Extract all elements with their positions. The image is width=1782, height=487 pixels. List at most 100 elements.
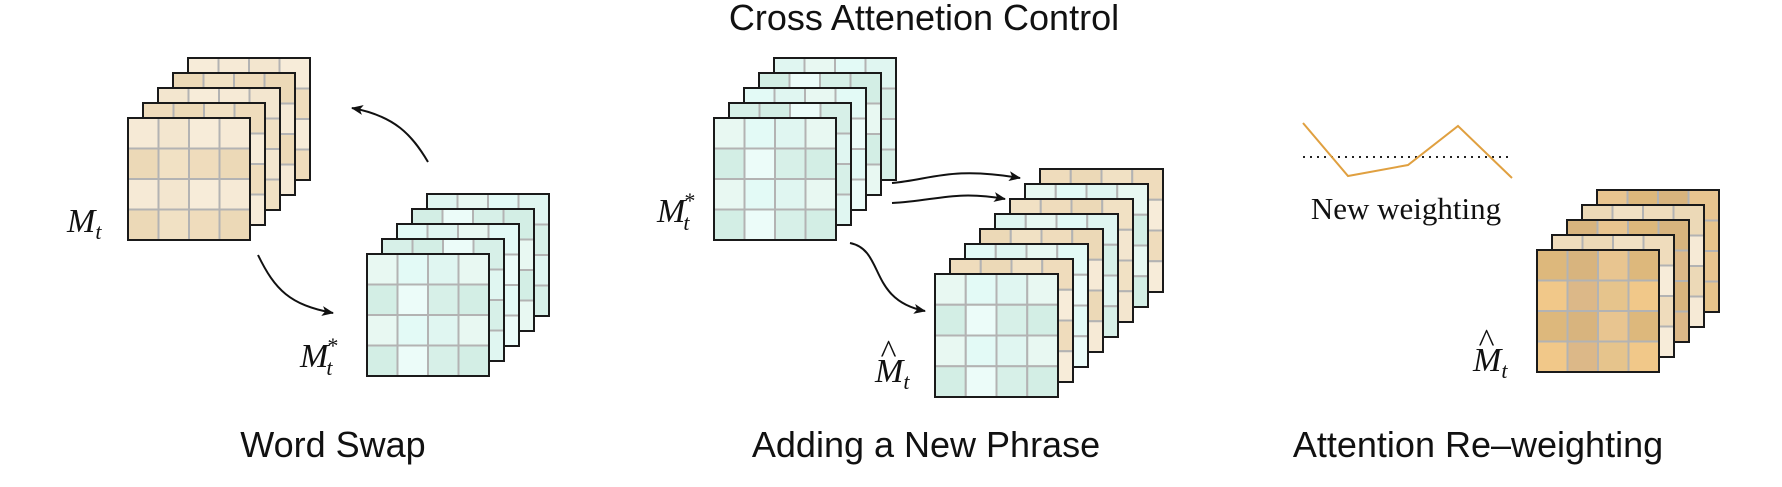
map-cell [1026, 273, 1059, 306]
map-cell [1026, 303, 1059, 337]
map-cell [427, 314, 460, 347]
mint-attention-map-stack [713, 57, 897, 241]
mixed-attention-map-stack [934, 168, 1164, 398]
map-cell [396, 253, 429, 286]
map-cell [743, 178, 776, 211]
attention-map [934, 273, 1059, 398]
map-cell [964, 303, 998, 337]
map-cell [964, 334, 998, 368]
map-cell [127, 147, 160, 180]
map-cell [934, 273, 967, 306]
map-cell [396, 344, 429, 377]
tan-attention-map-stack [127, 57, 311, 241]
map-cell [457, 253, 490, 286]
map-border [713, 117, 837, 241]
caption-attention-reweighting: Attention Re–weighting [1293, 424, 1663, 465]
map-cell [218, 147, 251, 180]
map-border [366, 253, 490, 377]
map-cell [934, 334, 967, 368]
map-cell [127, 117, 160, 150]
map-cell [1597, 279, 1630, 312]
map-cell [127, 178, 160, 211]
map-cell [713, 208, 746, 241]
map-cell [1536, 279, 1569, 312]
attention-map [713, 117, 837, 241]
map-cell [427, 283, 460, 316]
attention-map [1536, 249, 1660, 373]
map-cell [995, 303, 1029, 337]
map-cell [157, 117, 190, 150]
map-cell [366, 344, 399, 377]
map-cell [1536, 310, 1569, 343]
map-cell [157, 178, 190, 211]
map-cell [1597, 249, 1630, 282]
map-cell [427, 344, 460, 377]
panel-adding-new-phrase: M*t Mt ^ Adding a New Phrase [656, 57, 1164, 465]
map-cell [457, 314, 490, 347]
map-cell [1566, 340, 1599, 373]
diagram-title: Cross Attenetion Control [729, 0, 1119, 38]
mint-attention-map-stack [366, 193, 550, 377]
map-cell [774, 147, 807, 180]
map-cell [366, 314, 399, 347]
map-cell [1597, 310, 1630, 343]
map-cell [1627, 340, 1660, 373]
map-cell [1566, 279, 1599, 312]
target-map-label: Mt [874, 353, 910, 394]
map-cell [995, 365, 1029, 398]
map-cell [713, 147, 746, 180]
map-cell [157, 208, 190, 241]
phrase-arrow-middle [891, 192, 1006, 204]
map-cell [804, 117, 837, 150]
map-cell [1026, 365, 1059, 398]
source-map-label: Mt [66, 203, 102, 244]
swap-arrow-up [351, 105, 429, 163]
map-border [934, 273, 1059, 398]
phrase-arrow-lower [849, 242, 926, 314]
attention-map [127, 117, 251, 241]
map-cell [188, 147, 221, 180]
map-cell [804, 178, 837, 211]
map-cell [774, 117, 807, 150]
map-cell [1026, 334, 1059, 368]
map-cell [1627, 310, 1660, 343]
map-cell [457, 283, 490, 316]
map-cell [218, 117, 251, 150]
map-cell [1566, 310, 1599, 343]
target-map-label: Mt [1472, 342, 1508, 383]
map-cell [396, 283, 429, 316]
map-cell [713, 117, 746, 150]
map-cell [1536, 340, 1569, 373]
map-border [1536, 249, 1660, 373]
map-cell [934, 365, 967, 398]
panel-attention-reweighting: New weighting Mt ^ Attention Re–weightin… [1293, 122, 1720, 465]
map-cell [774, 178, 807, 211]
weighting-curve [1302, 122, 1513, 179]
map-cell [218, 178, 251, 211]
map-cell [366, 253, 399, 286]
map-cell [188, 208, 221, 241]
swap-arrow-down [257, 254, 334, 316]
map-cell [743, 117, 776, 150]
source-map-label: M*t [656, 188, 694, 235]
map-border [127, 117, 251, 241]
map-cell [127, 208, 160, 241]
map-cell [218, 208, 251, 241]
reweighted-attention-map-stack [1536, 189, 1720, 373]
map-cell [1627, 249, 1660, 282]
attention-map [366, 253, 490, 377]
map-cell [427, 253, 460, 286]
map-cell [964, 365, 998, 398]
map-cell [743, 147, 776, 180]
map-cell [934, 303, 967, 337]
map-cell [743, 208, 776, 241]
map-cell [1627, 279, 1660, 312]
map-cell [804, 147, 837, 180]
map-cell [713, 178, 746, 211]
hat-accent: ^ [1478, 323, 1495, 360]
map-cell [188, 178, 221, 211]
target-map-label: M*t [299, 333, 337, 380]
map-cell [1597, 340, 1630, 373]
caption-adding-new-phrase: Adding a New Phrase [752, 424, 1100, 465]
